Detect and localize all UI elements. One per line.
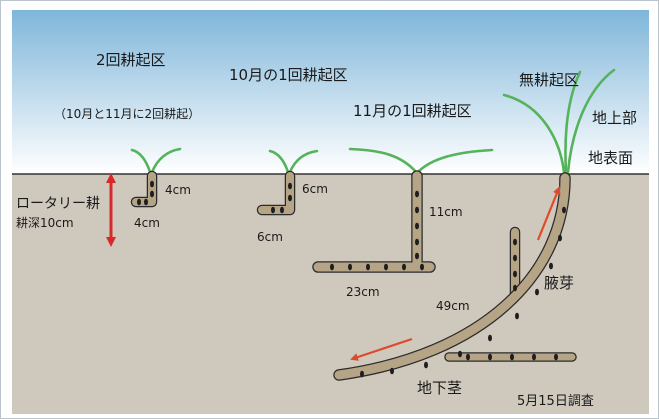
rhizome-node	[288, 182, 292, 190]
shoot-no-till	[564, 70, 582, 174]
length-label-23cm: 23cm	[346, 285, 380, 299]
rhizome-node	[532, 353, 536, 361]
two-till-note-label: （10月と11月に2回耕起）	[54, 107, 201, 121]
rhizome-node	[280, 206, 284, 214]
above-ground-label: 地上部	[592, 109, 638, 127]
two-till-plot-label: 2回耕起区	[96, 51, 166, 69]
rhizome-node	[415, 190, 419, 198]
rhizome-node	[360, 370, 364, 378]
ground-surface-label: 地表面	[588, 149, 634, 167]
rhizome-node	[535, 288, 539, 296]
rhizome-no-till-main	[334, 173, 570, 380]
rhizome-node	[288, 194, 292, 202]
rhizome-growth-diagram	[12, 10, 649, 414]
length-label-6cm: 6cm	[302, 182, 328, 196]
rhizome-node	[488, 353, 492, 361]
shoot-oct-one-till	[288, 149, 319, 174]
rhizome-node	[488, 334, 492, 342]
length-label-4cm: 4cm	[165, 183, 191, 197]
survey-date-label: 5月15日調査	[517, 394, 594, 409]
growth-arrow-left	[350, 337, 413, 361]
growth-arrow-up	[536, 186, 561, 241]
rhizome-node	[150, 190, 154, 198]
rhizome-node	[150, 180, 154, 188]
rhizome-node	[384, 263, 388, 271]
rhizome-node	[271, 206, 275, 214]
rhizome-node	[558, 234, 562, 242]
rhizome-node	[137, 198, 141, 206]
rhizome-node	[415, 206, 419, 214]
length-label-49cm: 49cm	[436, 299, 470, 313]
oct-one-till-plot-label: 10月の1回耕起区	[229, 66, 348, 84]
rhizome-node	[458, 350, 462, 358]
rhizome-node	[330, 263, 334, 271]
rhizome-node	[513, 238, 517, 246]
rhizome-node	[549, 262, 553, 270]
rhizome-node	[348, 263, 352, 271]
length-label-4cm: 4cm	[134, 216, 160, 230]
axillary-bud-label: 腋芽	[544, 274, 575, 292]
rhizome-node	[415, 238, 419, 246]
rhizome-node	[402, 263, 406, 271]
rhizome-node	[513, 284, 517, 292]
shoot-nov-one-till	[416, 148, 494, 174]
no-till-plot-label: 無耕起区	[519, 71, 580, 89]
rhizome-node	[466, 353, 470, 361]
shoot-nov-one-till	[348, 147, 418, 174]
shoot-two-till	[130, 148, 152, 174]
rhizome-node	[390, 367, 394, 375]
length-label-6cm: 6cm	[257, 230, 283, 244]
sky	[12, 10, 649, 174]
rhizome-node	[420, 263, 424, 271]
rhizome-node	[562, 206, 566, 214]
rotary-tillage-label: ロータリー耕	[16, 196, 100, 212]
nov-one-till-plot-label: 11月の1回耕起区	[353, 102, 472, 120]
rhizome-node	[415, 252, 419, 260]
shoot-no-till	[502, 93, 566, 174]
shoot-oct-one-till	[268, 149, 290, 174]
shoot-no-till	[566, 68, 616, 174]
rhizome-label: 地下茎	[417, 379, 463, 397]
diagram-panel: 2回耕起区 （10月と11月に2回耕起） 10月の1回耕起区 11月の1回耕起区…	[12, 10, 649, 414]
rhizome-node	[415, 222, 419, 230]
rhizome-node	[513, 254, 517, 262]
rhizome-node	[515, 312, 519, 320]
length-label-11cm: 11cm	[429, 205, 463, 219]
rhizome-node	[513, 270, 517, 278]
rhizome-node	[554, 353, 558, 361]
rhizome-node	[366, 263, 370, 271]
tillage-depth-label: 耕深10cm	[16, 216, 74, 230]
soil	[12, 174, 649, 414]
rhizome-node	[510, 353, 514, 361]
rhizome-node	[424, 361, 428, 369]
rhizome-node	[144, 198, 148, 206]
shoot-two-till	[150, 147, 182, 174]
